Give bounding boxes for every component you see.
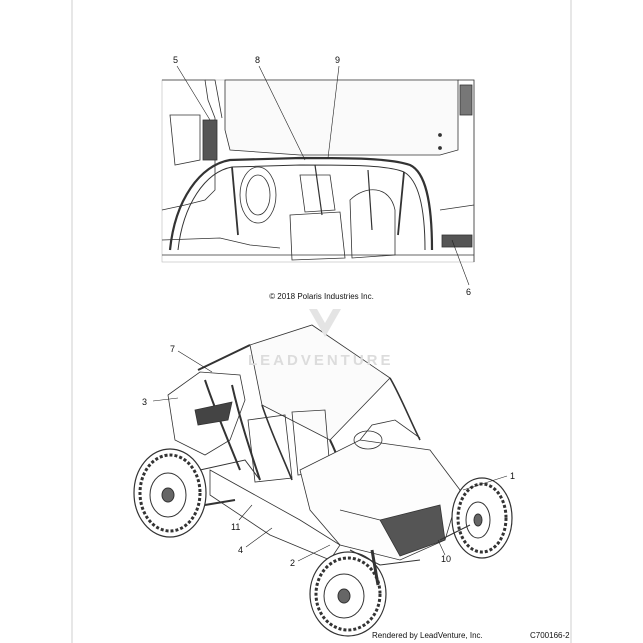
vehicle-illustration — [167, 324, 461, 561]
callout-11: 11 — [231, 522, 240, 532]
leader-lines-top — [176, 65, 470, 286]
callout-9: 9 — [335, 55, 340, 65]
callout-2: 2 — [290, 558, 295, 568]
callout-7: 7 — [170, 344, 175, 354]
callout-3: 3 — [142, 397, 147, 407]
watermark-text: LEADVENTURE — [248, 352, 394, 369]
copyright-notice: © 2018 Polaris Industries Inc. — [269, 292, 374, 301]
cockpit-detail-illustration — [161, 79, 475, 263]
front-right-wheel — [451, 477, 513, 559]
front-suspension — [199, 459, 471, 586]
callout-8: 8 — [255, 55, 260, 65]
callout-5: 5 — [173, 55, 178, 65]
front-left-wheel — [309, 551, 387, 637]
callout-1: 1 — [510, 471, 515, 481]
diagram-code: C700166-2 — [530, 631, 570, 640]
rear-side-grille-decal — [194, 401, 233, 426]
rendered-by-credit: Rendered by LeadVenture, Inc. — [372, 631, 483, 640]
callout-6: 6 — [466, 287, 471, 297]
callout-10: 10 — [441, 554, 451, 564]
side-grille-decal — [441, 234, 473, 248]
rear-left-wheel — [133, 448, 207, 538]
callout-4: 4 — [238, 545, 243, 555]
leader-lines-bottom — [152, 350, 508, 562]
leadventure-logo-icon — [309, 309, 341, 337]
